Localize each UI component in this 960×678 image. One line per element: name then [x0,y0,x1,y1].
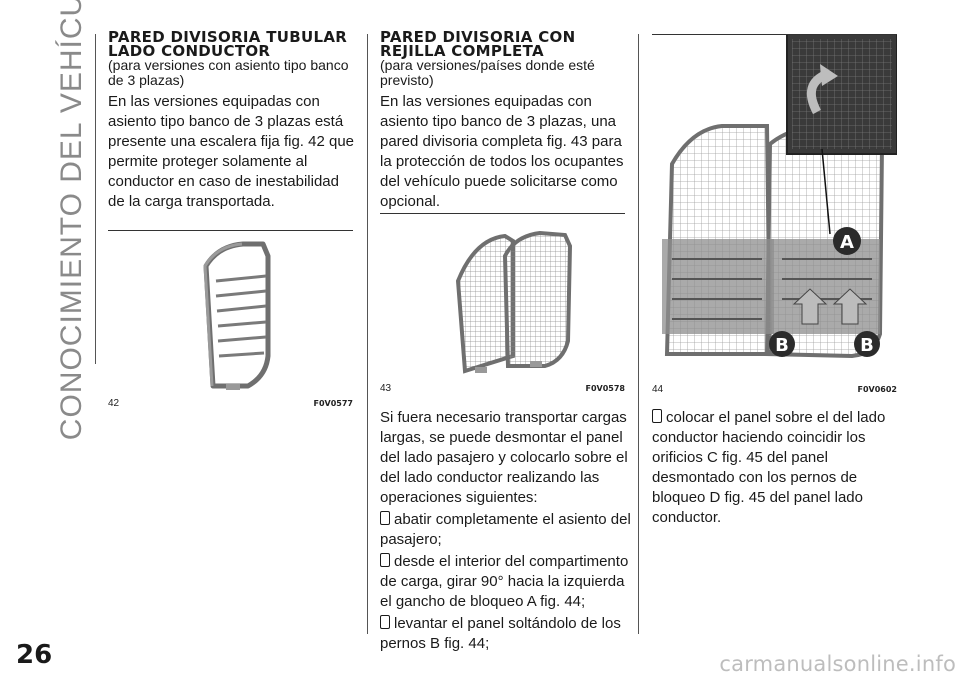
tubular-ladder-illustration [203,241,271,390]
bullet-icon [380,553,390,567]
bullet-item: colocar el panel sobre el del lado condu… [652,409,886,526]
body-paragraph: En las versiones equipadas con asiento t… [108,93,354,210]
figure-43: 43 F0V0578 [380,213,625,398]
figure-number: 42 [108,398,120,409]
figure-code: F0V0602 [857,385,898,394]
column-divider [638,34,639,634]
section-subtitle: (para versiones/países donde esté previs… [380,57,595,88]
figure-code: F0V0577 [313,399,354,408]
body-paragraph: En las versiones equipadas con asiento t… [380,93,624,210]
figure-42: 42 F0V0577 [108,230,353,410]
body-paragraph: Si fuera necesario transportar cargas la… [380,409,628,506]
partition-lock-illustration: A B B [652,34,897,379]
figure-number: 43 [380,383,392,394]
watermark: carmanualsonline.info [719,652,956,676]
section-title-vertical: CONOCIMIENTO DEL VEHÍCULO [55,0,88,441]
column-divider [367,34,368,634]
figure-rule [652,34,897,35]
figure-rule [380,213,625,214]
figure-code: F0V0578 [585,384,626,393]
bullet-icon [380,615,390,629]
callout-b-right: B [860,335,874,356]
column-2: PARED DIVISORIA CON REJILLA COMPLETA (pa… [380,30,630,212]
bullet-item: desde el interior del compartimento de c… [380,553,629,610]
callout-b-left: B [775,335,789,356]
section-subtitle: (para versiones con asiento tipo banco d… [108,57,349,88]
bullet-icon [380,511,390,525]
bullet-item: levantar el panel soltándolo de los pern… [380,615,621,652]
column-2-lower: Si fuera necesario transportar cargas la… [380,408,632,654]
column-3-lower: colocar el panel sobre el del lado condu… [652,408,902,528]
section-heading: PARED DIVISORIA TUBULAR LADO CONDUCTOR [108,28,348,60]
callout-a: A [840,232,854,253]
page-number: 26 [16,640,53,670]
column-divider [95,34,96,364]
section-heading: PARED DIVISORIA CON REJILLA COMPLETA [380,28,576,60]
full-grille-partition-illustration [455,230,573,374]
figure-number: 44 [652,384,664,395]
column-1: PARED DIVISORIA TUBULAR LADO CONDUCTOR (… [108,30,356,212]
figure-rule [108,230,353,231]
bullet-item: abatir completamente el asiento del pasa… [380,511,631,548]
figure-44: A B B 44 F0V0602 [652,34,897,398]
bullet-icon [652,409,662,423]
